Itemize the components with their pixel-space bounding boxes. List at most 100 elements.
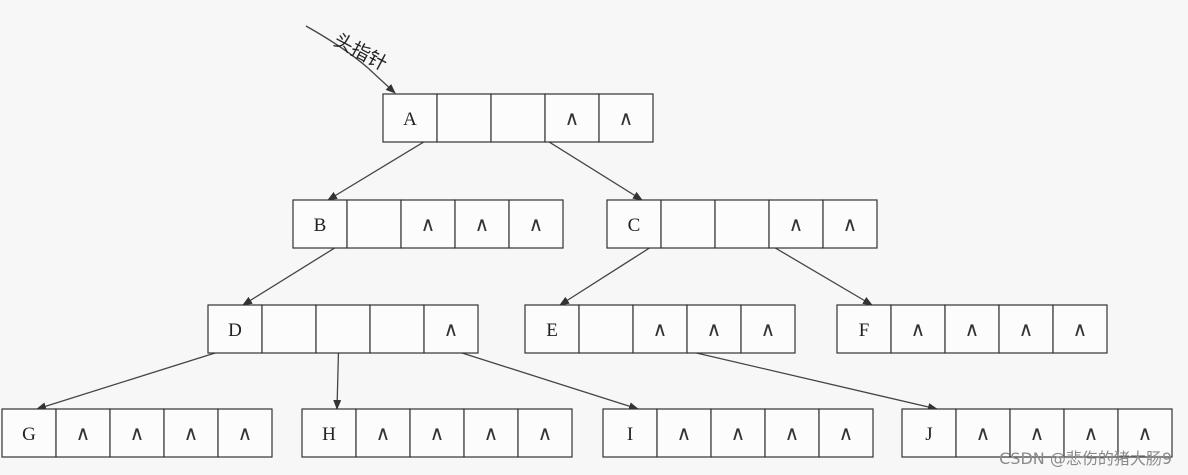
null-pointer-symbol: ∧: [619, 106, 634, 130]
node-h: H∧∧∧∧: [301, 408, 573, 458]
node-pointer-cell: [818, 408, 874, 458]
node-pointer-cell: [55, 408, 111, 458]
null-pointer-symbol: ∧: [430, 421, 445, 445]
null-pointer-symbol: ∧: [238, 421, 253, 445]
node-pointer-cell: [436, 93, 492, 143]
node-label: I: [627, 424, 633, 445]
watermark: CSDN @悲伤的猪大肠9: [999, 449, 1172, 468]
node-data-cell: [207, 304, 263, 354]
node-pointer-cell: [423, 304, 479, 354]
node-label: F: [859, 320, 870, 341]
null-pointer-symbol: ∧: [965, 317, 980, 341]
null-pointer-symbol: ∧: [565, 106, 580, 130]
null-pointer-symbol: ∧: [475, 212, 490, 236]
nodes-layer: A∧∧B∧∧∧C∧∧D∧E∧∧∧F∧∧∧∧G∧∧∧∧H∧∧∧∧I∧∧∧∧J∧∧∧…: [1, 93, 1173, 458]
node-pointer-cell: [1009, 408, 1065, 458]
null-pointer-symbol: ∧: [376, 421, 391, 445]
null-pointer-symbol: ∧: [785, 421, 800, 445]
node-pointer-cell: [660, 199, 716, 249]
null-pointer-symbol: ∧: [529, 212, 544, 236]
node-pointer-cell: [508, 199, 564, 249]
node-data-cell: [606, 199, 662, 249]
node-pointer-cell: [710, 408, 766, 458]
node-data-cell: [301, 408, 357, 458]
node-label: E: [546, 320, 558, 341]
null-pointer-symbol: ∧: [421, 212, 436, 236]
node-pointer-cell: [1052, 304, 1108, 354]
node-pointer-cell: [490, 93, 546, 143]
node-data-cell: [1, 408, 57, 458]
node-pointer-cell: [315, 304, 371, 354]
node-pointer-cell: [517, 408, 573, 458]
node-b: B ∧ ∧ ∧: [292, 199, 564, 249]
null-pointer-symbol: ∧: [130, 421, 145, 445]
node-label: A: [403, 109, 417, 130]
node-pointer-cell: [355, 408, 411, 458]
node-label: B: [314, 215, 327, 236]
edges-layer: [36, 119, 938, 411]
null-pointer-symbol: ∧: [761, 317, 776, 341]
node-data-cell: [524, 304, 580, 354]
node-pointer-cell: [1063, 408, 1119, 458]
node-pointer-cell: [369, 304, 425, 354]
node-i: I ∧ ∧ ∧ ∧: [602, 408, 874, 458]
node-pointer-cell: [261, 304, 317, 354]
null-pointer-symbol: ∧: [677, 421, 692, 445]
node-pointer-cell: [163, 408, 219, 458]
null-pointer-symbol: ∧: [484, 421, 499, 445]
node-pointer-cell: [822, 199, 878, 249]
null-pointer-symbol: ∧: [653, 317, 668, 341]
node-pointer-cell: [944, 304, 1000, 354]
node-g: G ∧ ∧ ∧ ∧: [1, 408, 273, 458]
null-pointer-symbol: ∧: [731, 421, 746, 445]
node-f: F ∧ ∧ ∧ ∧: [836, 304, 1108, 354]
node-data-cell: [602, 408, 658, 458]
node-pointer-cell: [544, 93, 600, 143]
node-pointer-cell: [714, 199, 770, 249]
null-pointer-symbol: ∧: [1084, 421, 1099, 445]
node-a: A ∧ ∧: [382, 93, 654, 143]
node-pointer-cell: [578, 304, 634, 354]
node-label: G: [22, 424, 36, 445]
null-pointer-symbol: ∧: [444, 317, 459, 341]
head-pointer: 头指针: [305, 25, 396, 94]
node-label: J: [925, 424, 932, 445]
node-d: D∧: [207, 304, 479, 354]
null-pointer-symbol: ∧: [976, 421, 991, 445]
head-pointer-arrow: [305, 25, 396, 94]
null-pointer-symbol: ∧: [843, 212, 858, 236]
node-data-cell: [292, 199, 348, 249]
node-e: E ∧ ∧ ∧: [524, 304, 796, 354]
node-pointer-cell: [109, 408, 165, 458]
null-pointer-symbol: ∧: [1030, 421, 1045, 445]
node-pointer-cell: [400, 199, 456, 249]
null-pointer-symbol: ∧: [839, 421, 854, 445]
null-pointer-symbol: ∧: [1138, 421, 1153, 445]
node-pointer-cell: [686, 304, 742, 354]
node-label: C: [628, 215, 641, 236]
node-pointer-cell: [463, 408, 519, 458]
null-pointer-symbol: ∧: [789, 212, 804, 236]
node-pointer-cell: [346, 199, 402, 249]
node-label: D: [228, 320, 242, 341]
null-pointer-symbol: ∧: [707, 317, 722, 341]
node-c: C ∧ ∧: [606, 199, 878, 249]
node-pointer-cell: [890, 304, 946, 354]
node-j: J ∧ ∧ ∧ ∧: [901, 408, 1173, 458]
null-pointer-symbol: ∧: [184, 421, 199, 445]
node-pointer-cell: [740, 304, 796, 354]
null-pointer-symbol: ∧: [911, 317, 926, 341]
node-pointer-cell: [454, 199, 510, 249]
null-pointer-symbol: ∧: [76, 421, 91, 445]
node-pointer-cell: [656, 408, 712, 458]
node-pointer-cell: [1117, 408, 1173, 458]
node-pointer-cell: [217, 408, 273, 458]
null-pointer-symbol: ∧: [538, 421, 553, 445]
null-pointer-symbol: ∧: [1019, 317, 1034, 341]
null-pointer-symbol: ∧: [1073, 317, 1088, 341]
node-pointer-cell: [598, 93, 654, 143]
head-pointer-label: 头指针: [330, 29, 391, 75]
node-pointer-cell: [768, 199, 824, 249]
node-data-cell: [836, 304, 892, 354]
